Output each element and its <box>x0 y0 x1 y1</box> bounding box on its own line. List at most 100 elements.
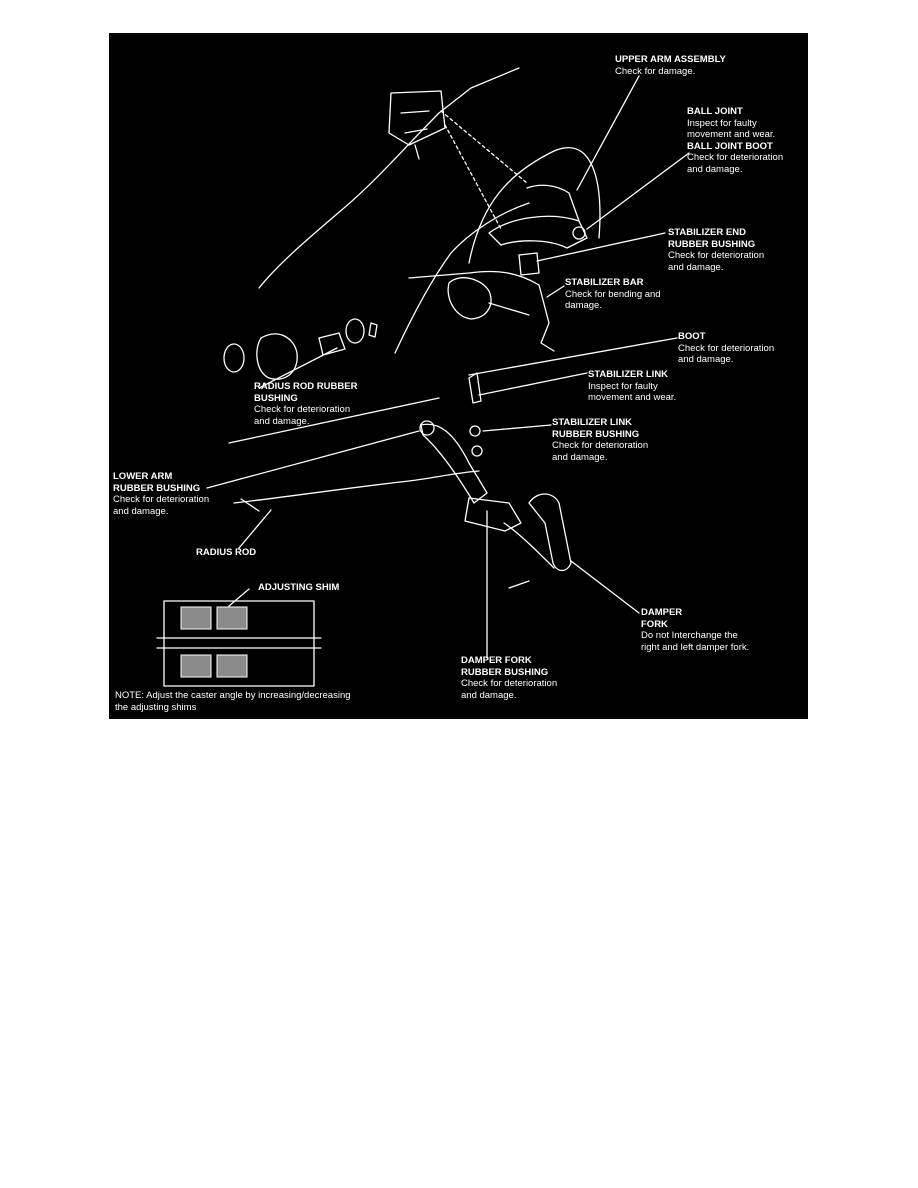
callout-line: Check for deterioration <box>687 152 784 163</box>
body-panel-outline <box>258 67 520 289</box>
caster-note: NOTE: Adjust the caster angle by increas… <box>115 690 351 713</box>
shim-bushing-bottom-right <box>216 654 248 678</box>
callout-title: FORK <box>641 618 668 630</box>
leader-upper-arm <box>576 75 640 191</box>
callout-line: and damage. <box>687 163 743 175</box>
callout-line: Check for deterioration <box>113 494 210 505</box>
callout-line: Inspect for faulty <box>588 380 658 392</box>
upper-arm-rear <box>526 184 580 222</box>
leader-radius-rod-bushing <box>258 347 338 389</box>
callout-line: and damage. <box>678 354 734 365</box>
leader-stab-bar <box>546 285 565 298</box>
callout-damper-fork-rubber-bushing: DAMPER FORK RUBBER BUSHING Check for det… <box>461 655 557 701</box>
callout-stabilizer-bar: STABILIZER BAR Check for bending and dam… <box>565 277 661 312</box>
callout-title: DAMPER <box>641 607 683 618</box>
inner-fender-line <box>394 202 530 354</box>
callout-line: Inspect for faulty <box>687 117 757 129</box>
callout-boot: BOOT Check for deterioration and damage. <box>678 331 774 366</box>
callout-title: BALL JOINT <box>687 106 743 117</box>
shim-bushing-bottom-left <box>180 654 212 678</box>
callout-line: Check for deterioration <box>552 440 649 451</box>
callout-upper-arm-assembly: UPPER ARM ASSEMBLY Check for damage. <box>615 54 726 77</box>
callout-radius-rod-rubber-bushing: RADIUS ROD RUBBER BUSHING Check for dete… <box>254 381 357 427</box>
callout-title: STABILIZER LINK <box>588 369 669 380</box>
stabilizer-link-bushing-bottom <box>471 445 483 457</box>
callout-line: and damage. <box>552 451 608 463</box>
leader-boot <box>468 337 678 376</box>
callout-stabilizer-link-rubber-bushing: STABILIZER LINK RUBBER BUSHING Check for… <box>552 417 648 463</box>
callout-adjusting-shim: ADJUSTING SHIM <box>258 582 339 594</box>
callout-title: BALL JOINT BOOT <box>687 140 773 152</box>
callout-ball-joint: BALL JOINT Inspect for faulty movement a… <box>687 106 783 175</box>
callout-line: Check for bending and <box>565 288 661 300</box>
stabilizer-bar <box>408 270 555 352</box>
drive-shaft <box>488 302 530 316</box>
shim-inset-frame <box>163 600 315 687</box>
leader-stab-link <box>478 372 588 396</box>
leader-ball-joint <box>586 152 690 230</box>
suspension-illustration <box>156 67 690 687</box>
callout-line: and damage. <box>113 505 169 517</box>
shim-bushing-top-right <box>216 606 248 630</box>
callout-title: STABILIZER LINK <box>552 417 633 428</box>
radius-rod-housing <box>256 333 298 380</box>
callout-title: RADIUS ROD RUBBER <box>254 381 358 392</box>
radius-rod-washer <box>368 322 378 338</box>
callout-radius-rod: RADIUS ROD <box>196 547 256 559</box>
callout-title: RUBBER BUSHING <box>552 428 640 440</box>
callout-line: and damage. <box>254 415 310 427</box>
callout-title: LOWER ARM <box>113 471 173 482</box>
upper-arm <box>488 215 588 249</box>
dashed-leader-upper <box>440 110 528 230</box>
damper-fork-bolt <box>508 580 530 589</box>
callout-line: Check for deterioration <box>254 404 351 415</box>
callout-line: Do not Interchange the <box>641 630 738 641</box>
leader-lower-arm <box>206 430 420 489</box>
radius-rod-thread <box>240 498 260 512</box>
note-line: NOTE: Adjust the caster angle by increas… <box>115 690 351 701</box>
callout-title: RUBBER BUSHING <box>461 666 549 678</box>
callout-title: BOOT <box>678 331 706 342</box>
lower-knuckle <box>464 497 522 532</box>
stabilizer-link <box>468 372 482 404</box>
callout-lower-arm-rubber-bushing: LOWER ARM RUBBER BUSHING Check for deter… <box>113 471 209 517</box>
callout-title: ADJUSTING SHIM <box>258 582 340 593</box>
mount-bolts <box>400 110 430 160</box>
callout-line: movement and wear. <box>588 392 677 403</box>
radius-rod-sleeve <box>318 332 346 356</box>
damper-fork-lower <box>503 522 555 569</box>
damper-fork <box>528 493 572 572</box>
body-lower-edge <box>228 397 440 444</box>
callout-title: RUBBER BUSHING <box>668 238 756 250</box>
callout-title: UPPER ARM ASSEMBLY <box>615 54 726 65</box>
leader-radius-rod <box>238 509 272 549</box>
note-line: the adjusting shims <box>115 701 197 713</box>
callout-line: and damage. <box>668 261 724 273</box>
shim-inset-shaft <box>156 637 322 649</box>
callout-damper-fork: DAMPER FORK Do not Interchange the right… <box>641 607 749 653</box>
leader-stab-link-bushing <box>482 424 552 432</box>
callout-line: Check for deterioration <box>668 250 765 261</box>
callout-title: BUSHING <box>254 392 298 404</box>
callout-line: movement and wear. <box>687 129 776 140</box>
lower-arm <box>420 423 488 504</box>
fender-curve <box>468 147 601 264</box>
callout-title: STABILIZER BAR <box>565 277 644 288</box>
callout-line: Check for deterioration <box>461 678 558 689</box>
radius-rod-bushing-right <box>345 318 365 344</box>
suspension-diagram: UPPER ARM ASSEMBLY Check for damage. BAL… <box>109 33 808 719</box>
stabilizer-end-bushing <box>518 252 540 276</box>
callout-stabilizer-link: STABILIZER LINK Inspect for faulty movem… <box>588 369 676 404</box>
callout-title: DAMPER FORK <box>461 655 532 666</box>
callout-title: STABILIZER END <box>668 227 746 238</box>
callout-line: damage. <box>565 300 602 311</box>
callout-line: and damage. <box>461 689 517 701</box>
leader-damper-fork <box>570 560 640 614</box>
callout-line: Check for deterioration <box>678 342 775 354</box>
lower-arm-bushing-eye <box>419 420 435 436</box>
upper-mount-bracket <box>388 90 446 146</box>
callout-line: Check for damage. <box>615 65 696 77</box>
ball-joint-marker <box>572 226 586 240</box>
callout-title: RUBBER BUSHING <box>113 482 201 494</box>
leader-stab-end <box>536 232 666 262</box>
